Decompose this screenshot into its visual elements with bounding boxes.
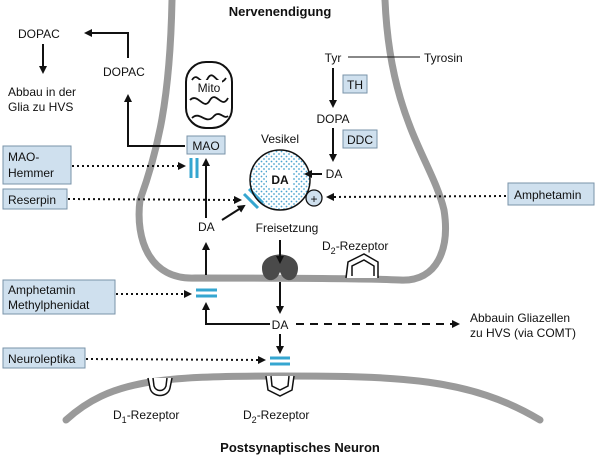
d2-post-receptor-label: D2-Rezeptor [243,408,309,425]
mito-label: Mito [198,81,221,95]
vesicle-label: Vesikel [261,132,299,146]
dopac-upper-label: DOPAC [18,27,60,41]
amphetamin-arrow [326,192,507,201]
amphetamin-mph-box [2,279,116,315]
amphetamin-label: Amphetamin [514,188,581,202]
plus-circle-icon [305,189,323,207]
dopa-label: DOPA [316,112,349,126]
glia-breakdown-line2: Glia zu HVS [8,100,73,114]
da-cleft-label: DA [272,318,289,332]
th-box [342,74,368,94]
amphetamin-box [507,182,595,206]
tyr-label: Tyr [325,51,342,65]
arrow-mao-to-dopac [124,94,185,147]
amphetamin-mph-line2: Methylphenidat [8,298,90,312]
amphetamin-mph-line1: Amphetamin [8,283,75,297]
comt-line1: Abbauin Gliazellen [470,311,570,325]
ddc-label: DDC [347,133,373,147]
comt-line2: zu HVS (via COMT) [470,326,576,340]
arrow-da-to-vesicle [221,204,246,221]
mao-label: MAO [192,139,219,153]
reserpin-arrow [67,195,242,204]
glia-breakdown-line1: Abbau in der [8,85,76,99]
release-label: Freisetzung [256,221,319,235]
title-nerve-ending: Nervenendigung [229,4,332,19]
d1-post-receptor-label: D1-Rezeptor [113,408,179,425]
da-synth-label: DA [326,167,343,181]
mao-inhibitor-box [2,145,72,185]
vesicle-content: DA [271,173,289,187]
neuroleptika-label: Neuroleptika [8,352,76,366]
d2-pre-receptor-icon [345,253,379,279]
arrow-dopac-to-dopac [84,29,129,58]
neuroleptika-box [2,347,86,369]
presynaptic-membrane [135,0,449,284]
arrow-cleft-to-reuptake [202,302,270,325]
title-postsynaptic: Postsynaptisches Neuron [220,440,380,455]
ddc-box [342,129,378,149]
release-pore-icon [262,254,298,281]
d1-post-receptor-icon [147,377,173,397]
th-label: TH [347,78,363,92]
da-reuptake-label: DA [198,220,215,234]
mitochondrion-icon [185,61,233,129]
neuroleptika-arrow [85,355,266,364]
tyrosin-label: Tyrosin [424,51,463,65]
mao-inhibitor-line2: Hemmer [8,166,54,180]
reserpin-block-icon [242,192,260,210]
mao-box [186,135,226,155]
dopac-lower-label: DOPAC [103,65,145,79]
reserpin-label: Reserpin [8,193,56,207]
svg-text:+: + [310,192,317,206]
d2-post-receptor-icon [265,375,295,397]
d2-pre-receptor-label: D2-Rezeptor [322,239,388,256]
mao-inhibitor-line1: MAO- [8,150,39,164]
reserpin-box [2,188,68,210]
